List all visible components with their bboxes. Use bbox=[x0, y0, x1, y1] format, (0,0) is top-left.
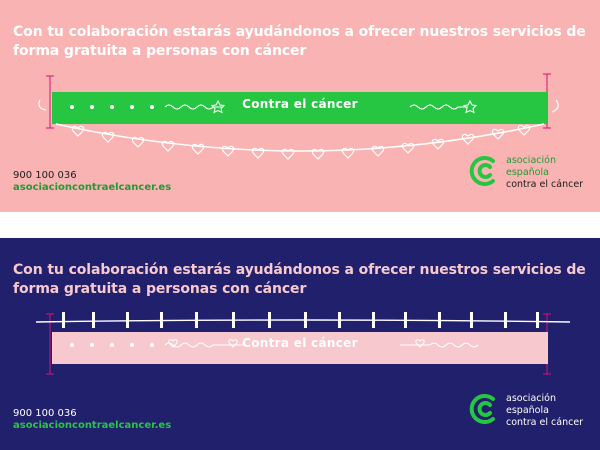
website-link[interactable]: asociacioncontraelcancer.es bbox=[13, 420, 172, 431]
logo-line-2: española bbox=[506, 405, 549, 416]
band-label: Contra el cáncer bbox=[242, 97, 358, 111]
logo-line-2: española bbox=[506, 167, 549, 178]
band-label: Contra el cáncer bbox=[242, 336, 358, 350]
headline: Con tu colaboración estarás ayudándonos … bbox=[13, 262, 586, 297]
aecc-logo: asociación española contra el cáncer bbox=[466, 150, 596, 198]
headline: Con tu colaboración estarás ayudándonos … bbox=[13, 24, 586, 59]
aecc-logo-icon bbox=[469, 156, 495, 186]
logo-line-3: contra el cáncer bbox=[506, 417, 584, 428]
aecc-logo-icon bbox=[469, 394, 495, 424]
logo-line-1: asociación bbox=[506, 393, 556, 404]
logo-line-1: asociación bbox=[506, 155, 556, 166]
phone-number: 900 100 036 bbox=[13, 408, 77, 419]
logo-line-3: contra el cáncer bbox=[506, 179, 584, 190]
phone-number: 900 100 036 bbox=[13, 170, 77, 181]
clothesline-illustration bbox=[35, 312, 571, 375]
banner-pink: Con tu colaboración estarás ayudándonos … bbox=[0, 0, 600, 212]
website-link[interactable]: asociacioncontraelcancer.es bbox=[13, 182, 172, 193]
banner-navy: Con tu colaboración estarás ayudándonos … bbox=[0, 238, 600, 450]
garland-illustration bbox=[38, 73, 559, 160]
aecc-logo: asociación española contra el cáncer bbox=[466, 388, 596, 436]
